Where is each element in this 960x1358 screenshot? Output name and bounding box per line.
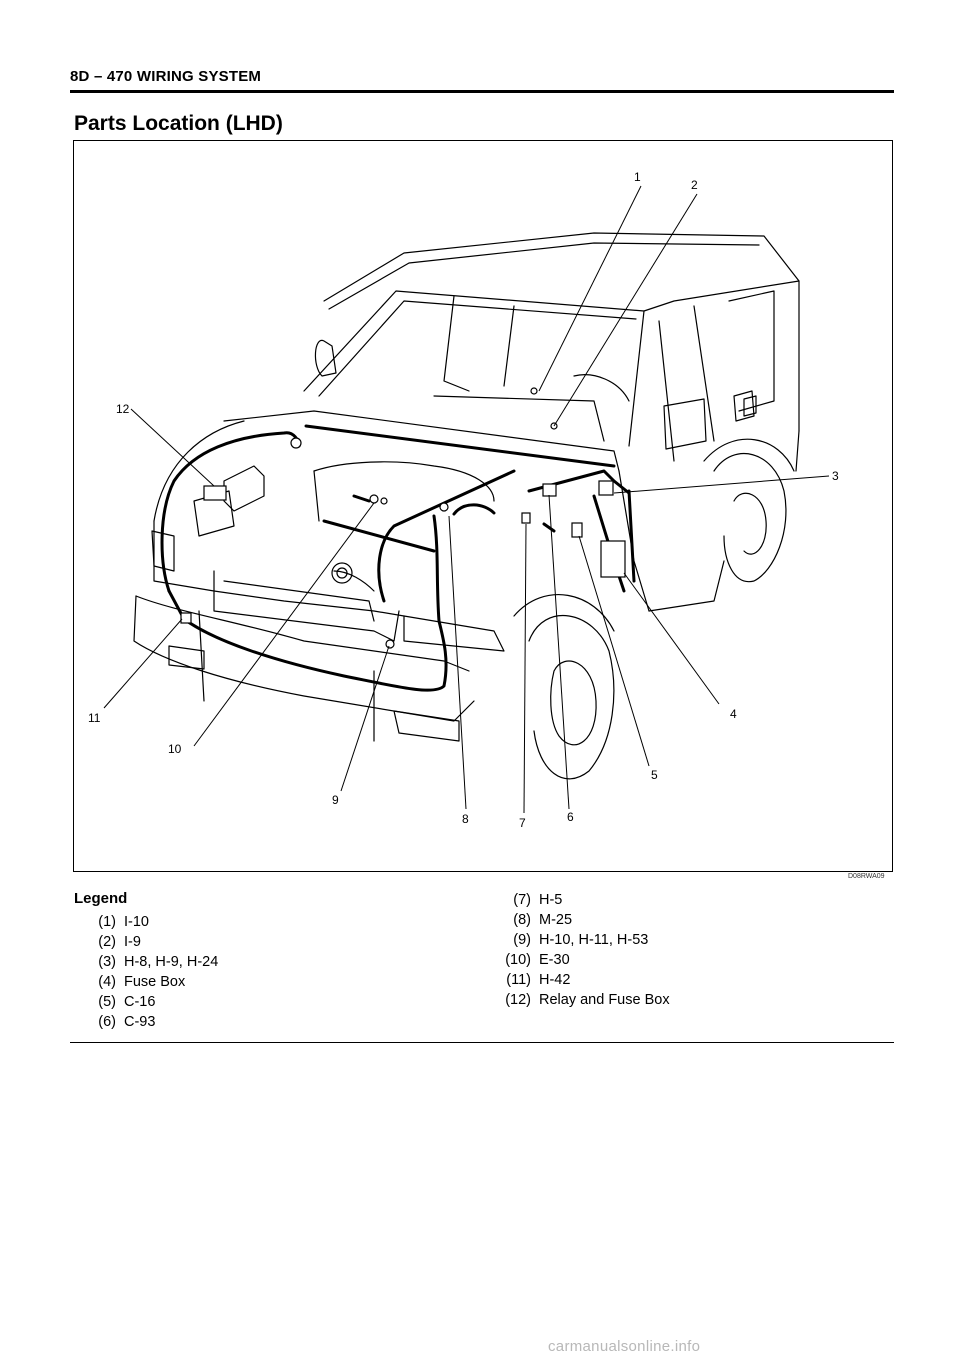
connector-9 — [385, 639, 395, 649]
vehicle-illustration: 1 2 3 4 5 6 7 8 9 10 11 12 — [88, 170, 839, 830]
callout-7: 7 — [519, 816, 526, 830]
legend-item: (1)I-10 — [98, 914, 149, 930]
callout-numbers: 1 2 3 4 5 6 7 8 9 10 11 12 — [88, 170, 839, 830]
footer-divider — [70, 1042, 894, 1043]
legend-item: (3)H-8, H-9, H-24 — [98, 954, 219, 970]
callout-1: 1 — [634, 170, 641, 184]
connector-10 — [369, 494, 379, 504]
header-divider — [70, 90, 894, 93]
connector-markers — [180, 387, 626, 649]
legend-item: (8)M-25 — [513, 912, 573, 928]
legend-item: (5)C-16 — [98, 994, 156, 1010]
connector-3 — [598, 480, 614, 496]
callout-6: 6 — [567, 810, 574, 824]
legend-title: Legend — [74, 890, 128, 907]
callout-3: 3 — [832, 469, 839, 483]
connector-1 — [530, 387, 538, 395]
vehicle-wiring-diagram: 1 2 3 4 5 6 7 8 9 10 11 12 — [73, 140, 893, 872]
legend-item: (6)C-93 — [98, 1014, 156, 1030]
legend-item: (11)H-42 — [506, 972, 571, 988]
connector-5 — [571, 522, 583, 538]
fuse-box-4 — [600, 540, 626, 578]
legend-item: (2)I-9 — [98, 934, 141, 950]
legend-item: (7)H-5 — [513, 892, 563, 908]
legend-left-column: (1)I-10 (2)I-9 (3)H-8, H-9, H-24 (4)Fuse… — [78, 912, 218, 1032]
callout-8: 8 — [462, 812, 469, 826]
connector-11 — [180, 612, 192, 624]
connector-6 — [542, 483, 557, 497]
section-header: 8D – 470 WIRING SYSTEM — [70, 68, 262, 85]
legend-item: (9)H-10, H-11, H-53 — [513, 932, 649, 948]
callout-9: 9 — [332, 793, 339, 807]
callout-2: 2 — [691, 178, 698, 192]
vehicle-body-outline — [133, 232, 800, 780]
legend-item: (12)Relay and Fuse Box — [505, 992, 670, 1008]
callout-5: 5 — [651, 768, 658, 782]
legend-right-column: (7)H-5 (8)M-25 (9)H-10, H-11, H-53 (10)E… — [493, 890, 670, 1010]
page-title: Parts Location (LHD) — [74, 112, 283, 135]
callout-4: 4 — [730, 707, 737, 721]
connector-8 — [439, 502, 449, 512]
watermark: carmanualsonline.info — [548, 1338, 701, 1355]
callout-leader-lines — [103, 185, 830, 814]
connector-7 — [521, 512, 531, 524]
callout-10: 10 — [168, 742, 182, 756]
connector-near-12 — [290, 437, 302, 449]
figure-code: D08RWA09 — [848, 873, 885, 880]
relay-fuse-box-12 — [203, 485, 227, 501]
legend-item: (4)Fuse Box — [98, 974, 186, 990]
callout-11: 11 — [88, 711, 101, 725]
wiring-harness — [160, 424, 636, 692]
legend-item: (10)E-30 — [505, 952, 570, 968]
callout-12: 12 — [116, 402, 130, 416]
